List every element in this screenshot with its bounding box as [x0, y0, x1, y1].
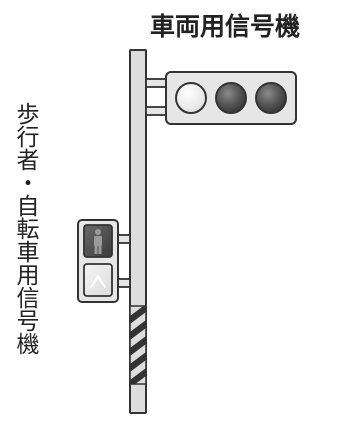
vehicle-lamp-1 — [175, 82, 207, 114]
vehicle-lamp-2 — [215, 82, 247, 114]
walking-person-icon — [90, 274, 106, 288]
vehicle-signal-bracket — [145, 78, 167, 116]
pole-hazard-stripes — [130, 306, 146, 384]
signal-pole — [129, 49, 147, 414]
vehicle-signal-label: 車両用信号機 — [150, 12, 301, 41]
pedestrian-signal-bracket — [117, 234, 131, 288]
standing-person-icon — [94, 229, 102, 254]
pedestrian-bicycle-signal-label: 歩行者・自転車用信号機 — [12, 102, 38, 355]
pedestrian-signal-head — [77, 219, 119, 303]
vehicle-lamp-3 — [255, 82, 287, 114]
pedestrian-go-panel — [83, 263, 113, 297]
vehicle-signal-head — [165, 71, 297, 125]
